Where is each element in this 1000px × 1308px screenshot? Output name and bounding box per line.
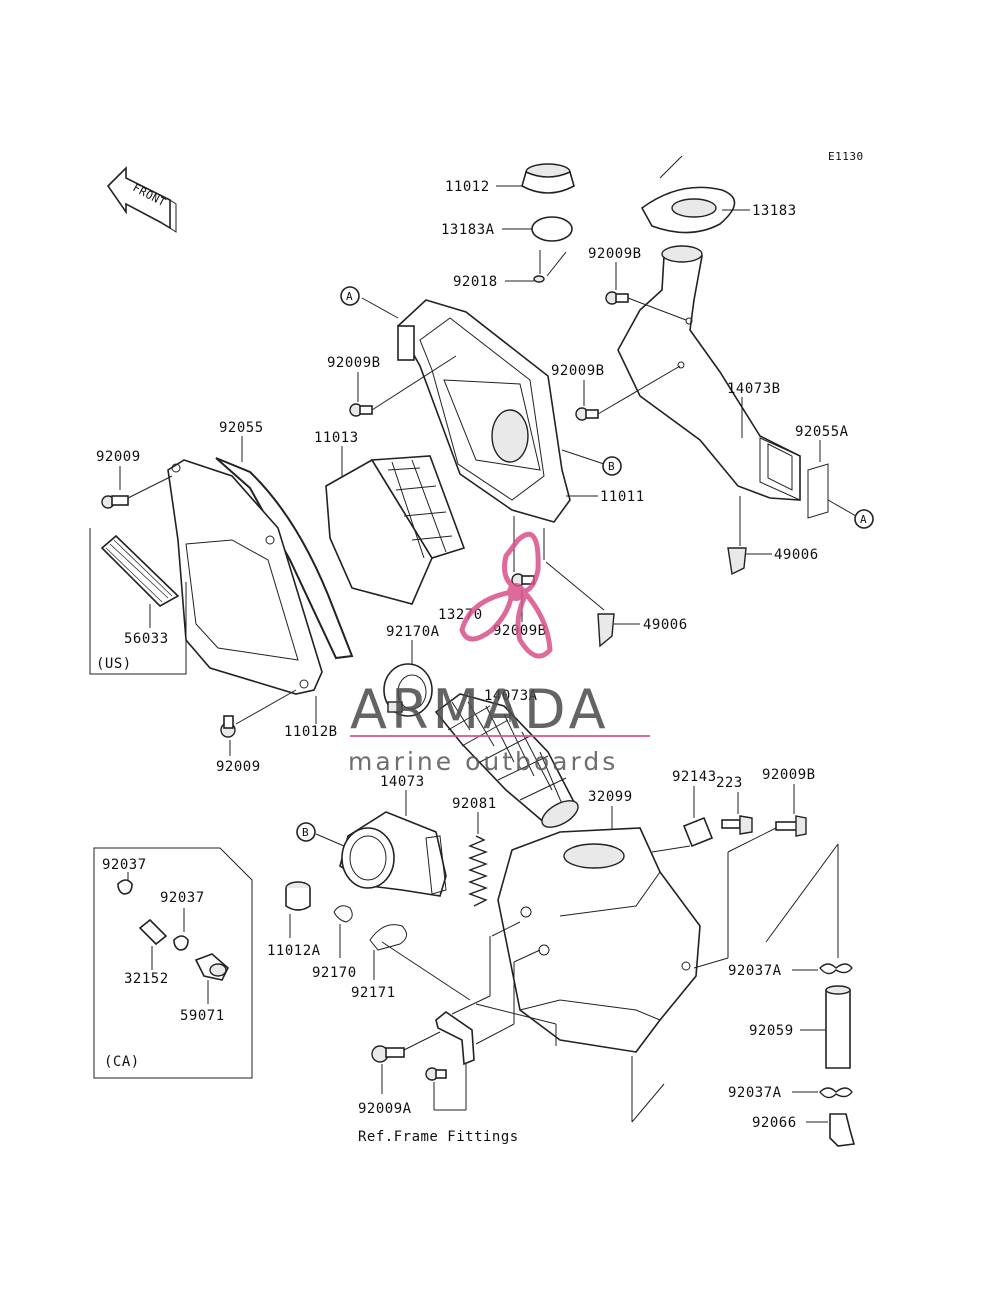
bolt-frame-part [425, 1067, 447, 1081]
svg-text:B: B [302, 826, 309, 839]
seal-13183A-part [531, 216, 573, 242]
bolt-92009B-mid-part [575, 407, 599, 421]
label-11012A: 11012A [267, 943, 321, 959]
nut-92018-part [533, 275, 545, 283]
bolt-92009B-tank-part [775, 815, 807, 837]
label-32099: 32099 [588, 789, 633, 805]
label-14073: 14073 [380, 774, 425, 790]
ref-b-left-marker: B [296, 822, 316, 842]
label-92066: 92066 [752, 1115, 797, 1131]
label-92081: 92081 [452, 796, 497, 812]
front-arrow-icon: FRONT [106, 166, 177, 233]
gasket-92055A-part [807, 463, 829, 519]
collar-92143-part [682, 816, 714, 848]
label-92055A: 92055A [795, 424, 849, 440]
clamp-92170A-part [383, 663, 433, 717]
label-14073B: 14073B [727, 381, 781, 397]
label-49006-2: 49006 [643, 617, 688, 633]
ref-frame-fittings-label: Ref.Frame Fittings [358, 1129, 519, 1145]
us-label: (US) [96, 656, 132, 672]
ref-b-right-marker: B [602, 456, 622, 476]
label-92037-1: 92037 [102, 857, 147, 873]
label-13183A: 13183A [441, 222, 495, 238]
clip-92170-part [333, 905, 353, 923]
bolt-223-part [721, 815, 753, 835]
clamp-92037-left-part [117, 879, 133, 895]
duct-14073B-part [617, 245, 801, 501]
label-92170A: 92170A [386, 624, 440, 640]
cap-92066-part [829, 1113, 856, 1147]
watermark-brand: ARMADA [350, 678, 610, 741]
watermark-logo: ARMADA marine outboards [348, 531, 650, 776]
label-223: 223 [716, 775, 743, 791]
plug-59071-part [194, 953, 229, 981]
label-92009B-5: 92009B [762, 767, 816, 783]
duct-14073-part [339, 811, 447, 897]
svg-text:A: A [860, 513, 867, 526]
propeller-icon [459, 531, 553, 659]
label-plate-56033-part [100, 534, 180, 607]
label-92171: 92171 [351, 985, 396, 1001]
label-13183: 13183 [752, 203, 797, 219]
label-11012B: 11012B [284, 724, 338, 740]
bracket-part [435, 1011, 475, 1066]
bolt-92009B-upper-part [605, 291, 629, 305]
clamp-92037-right-part [173, 935, 189, 951]
ca-label: (CA) [104, 1054, 140, 1070]
label-59071: 59071 [180, 1008, 225, 1024]
label-11011: 11011 [600, 489, 645, 505]
clip-92171-part [369, 924, 407, 951]
label-92055: 92055 [219, 420, 264, 436]
us-box: 56033 (US) [89, 528, 187, 675]
bolt-92009-upper-part [101, 495, 129, 509]
ref-a-right-marker: A [854, 509, 874, 529]
hose-92059-part [825, 985, 851, 1069]
label-92009-1: 92009 [96, 449, 141, 465]
label-92009B-2: 92009B [551, 363, 605, 379]
label-92037-2: 92037 [160, 890, 205, 906]
label-92009-2: 92009 [216, 759, 261, 775]
label-92059: 92059 [749, 1023, 794, 1039]
label-92037A-1: 92037A [728, 963, 782, 979]
tank-32099-part [497, 827, 701, 1053]
ref-a-left-marker: A [340, 286, 360, 306]
label-92143: 92143 [672, 769, 717, 785]
label-32152: 32152 [124, 971, 169, 987]
plate-13183-part [640, 186, 736, 234]
diagram-code: E1130 [828, 150, 864, 163]
spring-92081-part [468, 835, 488, 907]
gasket-92055-part [215, 457, 354, 660]
label-92009B-1: 92009B [588, 246, 642, 262]
grommet-11012A-part [285, 881, 311, 911]
cover-11012B-part [167, 459, 323, 695]
label-92009B-3: 92009B [327, 355, 381, 371]
watermark-tagline: marine outboards [348, 747, 618, 776]
fitting-49006-center-part [597, 613, 615, 648]
bolt-92009-lower-part [220, 715, 236, 738]
bolt-92009B-case-part [349, 403, 373, 417]
label-49006-1: 49006 [774, 547, 819, 563]
label-11012: 11012 [445, 179, 490, 195]
label-92037A-2: 92037A [728, 1085, 782, 1101]
label-11013: 11013 [314, 430, 359, 446]
element-11013-part [325, 455, 466, 605]
label-92018: 92018 [453, 274, 498, 290]
clamp-92037A-lower-part [819, 1087, 853, 1099]
hose-14073A-part [434, 693, 579, 828]
svg-text:B: B [608, 460, 615, 473]
label-56033: 56033 [124, 631, 169, 647]
clamp-92037A-upper-part [819, 963, 853, 975]
svg-text:A: A [346, 290, 353, 303]
cap-11012-part [521, 163, 575, 194]
case-11011-part [396, 299, 571, 523]
pipe-32152-part [138, 918, 168, 946]
label-92170: 92170 [312, 965, 357, 981]
ca-box: 92037 32152 92037 59071 (CA) [93, 847, 253, 1079]
label-92009A: 92009A [358, 1101, 412, 1117]
fitting-49006-right-part [727, 547, 747, 576]
bolt-92009A-part [371, 1045, 405, 1063]
label-14073A: 14073A [484, 688, 538, 704]
